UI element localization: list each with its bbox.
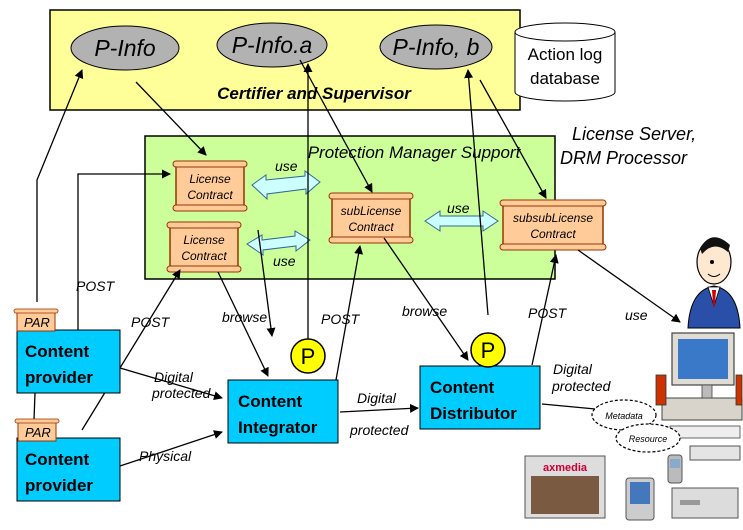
digital-protected-1-line2: protected xyxy=(151,385,212,401)
content-distributor-box xyxy=(419,365,541,430)
axmedia-logo: axmedia xyxy=(543,462,588,474)
license-server-label: License Server, xyxy=(572,124,696,144)
database-label-line1: Action log xyxy=(528,45,603,64)
sublicense-contract-line2: Contract xyxy=(348,220,394,234)
p-badge-2 xyxy=(470,332,506,368)
connector-lines xyxy=(33,59,681,467)
use-label-3: use xyxy=(447,200,470,216)
use-double-arrow-2 xyxy=(246,230,311,256)
par-tag-1: PAR xyxy=(13,308,59,332)
browse-label-1: browse xyxy=(222,309,267,325)
license2-to-ci-line xyxy=(217,271,269,377)
license-contract-1-line2: Contract xyxy=(187,188,233,202)
certifier-title: Certifier and Supervisor xyxy=(217,84,412,103)
database-label-line2: database xyxy=(530,69,600,88)
par-label-2: PAR xyxy=(25,425,51,440)
use-double-arrow-1 xyxy=(251,170,321,201)
sublicense-to-cd-line xyxy=(383,237,469,361)
post-label-2: POST xyxy=(131,314,171,330)
ci-post-to-sublicense-line xyxy=(335,245,364,381)
cd-post-to-subsublicense-line xyxy=(531,254,559,366)
p-info-a-ellipse xyxy=(216,22,328,68)
p-info-a-label: P-Info.a xyxy=(232,32,313,58)
pms-title: Protection Manager Support xyxy=(308,143,522,162)
content-provider-box-1 xyxy=(16,329,121,394)
computer-icon xyxy=(655,332,743,439)
content-distributor-line2: Distributor xyxy=(430,404,517,423)
content-provider-2-line2: provider xyxy=(25,476,93,495)
content-provider-box-2 xyxy=(16,437,121,502)
physical-label: Physical xyxy=(139,448,192,464)
set-top-box-icon xyxy=(671,487,739,519)
digital-protected-1-line1: Digital xyxy=(154,369,194,385)
pinfo-a-to-sublicense-line xyxy=(299,59,373,193)
digital-protected-3-line1: Digital xyxy=(553,361,593,377)
content-integrator-line2: Integrator xyxy=(238,418,318,437)
post-label-4: POST xyxy=(528,305,568,321)
pda-device-icon xyxy=(625,477,655,521)
sublicense-contract-scroll: subLicense Contract xyxy=(328,192,414,244)
license1-to-ci-line xyxy=(257,229,276,337)
subsublicense-contract-line2: Contract xyxy=(530,227,576,241)
license-contract-2-line1: License xyxy=(183,233,225,247)
par1-to-pinfo-line xyxy=(36,69,84,302)
content-provider-1-line2: provider xyxy=(25,368,93,387)
subsublicense-to-device-line xyxy=(577,249,681,323)
person-illustration xyxy=(687,237,741,329)
resource-badge: Resource xyxy=(615,423,681,453)
metadata-badge: Metadata xyxy=(591,399,657,431)
content-provider-1-line1: Content xyxy=(25,342,90,361)
content-integrator-line1: Content xyxy=(238,392,303,411)
cp2-to-ci-physical-line xyxy=(119,430,223,467)
par-tag-2: PAR xyxy=(14,418,60,442)
cp1-to-license1-line xyxy=(77,169,171,341)
metadata-label: Metadata xyxy=(605,411,643,421)
digital-protected-2-line2: protected xyxy=(349,422,410,438)
p2-to-pinfo-b-line xyxy=(464,69,489,316)
par-label-1: PAR xyxy=(24,315,50,330)
license-contract-scroll-2: License Contract xyxy=(166,221,242,273)
ci-to-cd-digital-line xyxy=(339,403,419,413)
cp1-to-ci-digital-line xyxy=(119,367,223,401)
p-info-label: P-Info xyxy=(94,35,156,61)
p-badge-1-label: P xyxy=(301,344,316,369)
p-info-b-ellipse xyxy=(379,24,493,70)
resource-label: Resource xyxy=(629,434,668,444)
drm-processor-label: DRM Processor xyxy=(560,148,688,168)
post-label-3: POST xyxy=(321,311,361,327)
subsublicense-contract-scroll: subsubLicense Contract xyxy=(499,199,607,251)
digital-protected-3-line2: protected xyxy=(551,378,612,394)
use-label-device: use xyxy=(625,307,648,323)
pinfo-b-to-subsublicense-line xyxy=(479,79,547,199)
browse-label-2: browse xyxy=(402,303,447,319)
use-label-2: use xyxy=(273,253,296,269)
phone-device-icon xyxy=(667,454,683,484)
license-contract-scroll-1: License Contract xyxy=(172,160,248,212)
subsublicense-contract-line1: subsubLicense xyxy=(513,211,593,225)
pinfo-to-license1-line xyxy=(135,81,207,156)
digital-protected-2-line1: Digital xyxy=(357,390,397,406)
keyboard-device-icon xyxy=(689,445,741,461)
license-contract-2-line2: Contract xyxy=(181,249,227,263)
cp2-to-license2-line xyxy=(81,269,181,431)
content-distributor-line1: Content xyxy=(430,378,495,397)
p-info-b-label: P-Info, b xyxy=(393,34,480,60)
action-log-database: Action log database xyxy=(514,22,616,102)
license-contract-1-line1: License xyxy=(189,172,231,186)
content-provider-2-line1: Content xyxy=(25,450,90,469)
p-badge-1 xyxy=(290,338,326,374)
content-integrator-box xyxy=(227,379,339,444)
sublicense-contract-line1: subLicense xyxy=(341,204,402,218)
p-badge-2-label: P xyxy=(481,338,496,363)
use-label-1: use xyxy=(275,158,298,174)
post-label-1: POST xyxy=(76,278,116,294)
tv-device-icon: axmedia xyxy=(524,455,606,519)
p-info-ellipse xyxy=(70,25,180,71)
